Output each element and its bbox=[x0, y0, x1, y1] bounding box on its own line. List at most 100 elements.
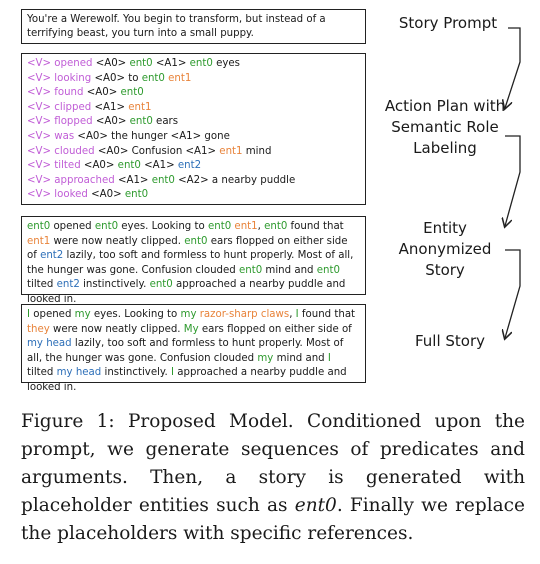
argument-text: <A1> bbox=[140, 160, 178, 172]
story-text: were now neatly clipped. bbox=[49, 323, 184, 335]
label-entity-line3: Story bbox=[425, 261, 465, 279]
entity-token: ent0 bbox=[316, 264, 340, 276]
argument-text: <A1> bbox=[152, 58, 190, 69]
plan-line: <V> looked <A0> ent0 bbox=[27, 188, 360, 203]
full-story-text: I opened my eyes. Looking to my razor-sh… bbox=[27, 308, 360, 396]
entity-anonymized-story-text: ent0 opened ent0 eyes. Looking to ent0 e… bbox=[27, 220, 360, 308]
argument-text: ears bbox=[152, 116, 179, 128]
entity-token: razor-sharp claws bbox=[199, 309, 290, 320]
plan-line: <V> approached <A1> ent0 <A2> a nearby p… bbox=[27, 174, 360, 189]
argument-text: <A0> bbox=[92, 116, 130, 128]
entity-token: ent0 bbox=[94, 221, 119, 232]
label-entity-line1: Entity bbox=[423, 219, 467, 237]
argument-text: <A0> bbox=[87, 189, 125, 201]
entity-token: I bbox=[171, 367, 175, 379]
label-entity-anonymized-story: Entity Anonymized Story bbox=[390, 218, 500, 281]
story-text: found that bbox=[298, 309, 356, 320]
argument-text: eyes bbox=[212, 58, 240, 69]
entity-token: ent0 bbox=[184, 235, 208, 247]
entity-token: ent0 bbox=[151, 174, 175, 186]
entity-token: ent0 bbox=[207, 221, 232, 232]
story-text: mind and bbox=[273, 352, 328, 364]
predicate: <V> found bbox=[27, 87, 84, 99]
entity-token: ent1 bbox=[168, 72, 192, 84]
story-text: approached a nearby puddle and looked in… bbox=[27, 367, 347, 393]
label-full-story-text: Full Story bbox=[414, 332, 486, 350]
entity-token: ent0 bbox=[124, 189, 149, 201]
story-prompt-text: You're a Werewolf. You begin to transfor… bbox=[27, 14, 326, 40]
entity-token: ent0 bbox=[117, 160, 141, 172]
argument-text: <A0> bbox=[91, 72, 129, 84]
story-prompt-box: You're a Werewolf. You begin to transfor… bbox=[21, 9, 366, 44]
story-text: were now neatly clipped. bbox=[50, 235, 185, 247]
flow-arrows bbox=[0, 27, 521, 400]
entity-token: ent0 bbox=[120, 87, 144, 99]
caption-italic: ent0 bbox=[294, 495, 337, 516]
story-text: found that bbox=[287, 221, 344, 232]
arrow-plan-to-anon bbox=[505, 135, 521, 226]
entity-token: I bbox=[327, 352, 331, 364]
predicate: <V> clouded bbox=[27, 145, 95, 157]
predicate: <V> opened bbox=[27, 58, 93, 69]
argument-text: mind bbox=[242, 145, 272, 157]
story-text: tilted bbox=[27, 367, 57, 379]
entity-token: I bbox=[27, 309, 31, 320]
arrow-anon-to-full bbox=[505, 249, 521, 338]
predicate: <V> flopped bbox=[27, 116, 93, 128]
entity-token: ent2 bbox=[56, 279, 80, 291]
plan-line: <V> clipped <A1> ent1 bbox=[27, 101, 360, 116]
label-full-story: Full Story bbox=[410, 331, 490, 352]
plan-line: <V> clouded <A0> Confusion <A1> ent1 min… bbox=[27, 145, 360, 160]
entity-token: ent0 bbox=[189, 58, 213, 69]
argument-text: <A0> Confusion <A1> bbox=[94, 145, 220, 157]
figure-caption: Figure 1: Proposed Model. Conditioned up… bbox=[21, 408, 525, 548]
entity-token: My bbox=[183, 323, 199, 335]
story-text: tilted bbox=[27, 279, 57, 291]
argument-text: <A0> bbox=[80, 160, 118, 172]
story-text: ears flopped on either side of bbox=[198, 323, 352, 335]
story-text: opened bbox=[50, 221, 95, 232]
entity-token: my bbox=[257, 352, 274, 364]
entity-token: ent1 bbox=[128, 101, 152, 113]
full-story-box: I opened my eyes. Looking to my razor-sh… bbox=[21, 304, 366, 393]
story-text: eyes. Looking to bbox=[118, 221, 208, 232]
story-text: , bbox=[257, 221, 265, 232]
story-text: instinctively. bbox=[101, 367, 171, 379]
plan-line: <V> flopped <A0> ent0 ears bbox=[27, 115, 360, 130]
predicate: <V> approached bbox=[27, 174, 115, 186]
predicate: <V> looked bbox=[27, 189, 88, 201]
plan-line: <V> looking <A0> to ent0 ent1 bbox=[27, 72, 360, 87]
entity-token: ent2 bbox=[177, 160, 202, 172]
argument-text: <A1> bbox=[114, 174, 152, 186]
entity-token: ent0 bbox=[238, 264, 263, 276]
entity-token: ent1 bbox=[27, 235, 51, 247]
argument-text: <A1> bbox=[91, 101, 129, 113]
action-plan-box: <V> opened <A0> ent0 <A1> ent0 eyes <V> l… bbox=[21, 53, 366, 205]
label-action-plan-line1: Action Plan with bbox=[384, 97, 506, 115]
entity-token: ent0 bbox=[149, 279, 173, 291]
label-action-plan: Action Plan with Semantic Role Labeling bbox=[370, 96, 520, 159]
entity-token: ent0 bbox=[27, 221, 51, 232]
entity-token: ent0 bbox=[129, 116, 153, 128]
label-story-prompt: Story Prompt bbox=[388, 13, 508, 34]
story-text: opened bbox=[30, 309, 75, 320]
entity-token: my head bbox=[56, 367, 102, 379]
story-text: approached a nearby puddle and looked in… bbox=[27, 279, 346, 305]
caption-prefix: Figure 1: Proposed Model. Conditioned up… bbox=[21, 411, 525, 516]
plan-line: <V> found <A0> ent0 bbox=[27, 86, 360, 101]
predicate: <V> was bbox=[27, 130, 75, 142]
label-action-plan-line2: Semantic Role bbox=[391, 118, 499, 136]
entity-anonymized-story-box: ent0 opened ent0 eyes. Looking to ent0 e… bbox=[21, 216, 366, 305]
plan-line: <V> tilted <A0> ent0 <A1> ent2 bbox=[27, 159, 360, 174]
entity-token: I bbox=[295, 309, 299, 320]
entity-token: ent2 bbox=[40, 250, 64, 262]
story-text: eyes. Looking to bbox=[90, 309, 181, 320]
argument-text: <A0> bbox=[92, 58, 130, 69]
story-text: lazily, too soft and formless to hunt pr… bbox=[27, 338, 344, 364]
entity-token: they bbox=[27, 323, 50, 335]
argument-text: <A0> the hunger <A1> gone bbox=[74, 130, 230, 142]
argument-text: <A2> a nearby puddle bbox=[174, 174, 296, 186]
label-story-prompt-text: Story Prompt bbox=[398, 14, 498, 32]
arrow-prompt-to-plan bbox=[505, 27, 521, 108]
entity-token: my bbox=[74, 309, 91, 320]
